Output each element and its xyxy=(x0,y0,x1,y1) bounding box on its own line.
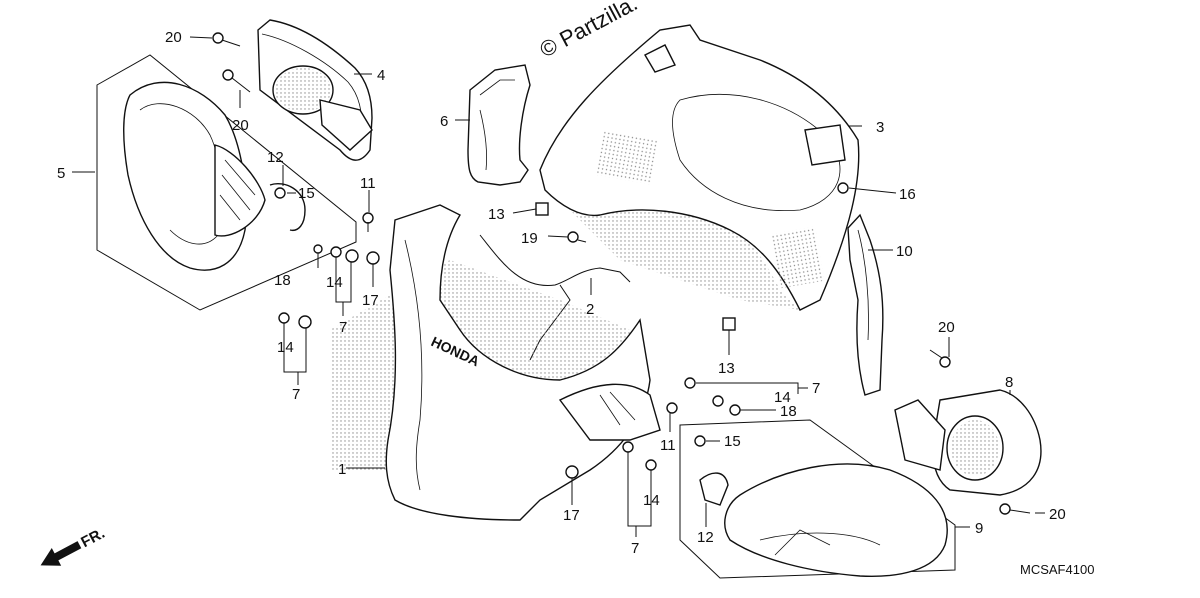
callout-3: 3 xyxy=(876,119,884,136)
ring-18a xyxy=(313,244,323,254)
callout-15: 15 xyxy=(724,433,741,450)
callout-15: 15 xyxy=(298,185,315,202)
callout-11: 11 xyxy=(660,437,676,454)
callout-12: 12 xyxy=(267,149,284,166)
callout-14: 14 xyxy=(643,492,660,509)
callout-4: 4 xyxy=(377,67,385,84)
inner-fairing xyxy=(539,24,860,311)
grommet-14d xyxy=(622,441,634,453)
front-direction-indicator: FR. xyxy=(40,525,108,566)
callout-20: 20 xyxy=(232,117,249,134)
right-speaker xyxy=(894,389,1042,496)
callout-17: 17 xyxy=(362,292,379,309)
right-pocket-group xyxy=(679,419,956,579)
bolt-20d xyxy=(999,503,1031,515)
grommet-14d2 xyxy=(645,459,657,471)
center-pocket xyxy=(467,64,531,186)
bolt-11a xyxy=(362,212,374,232)
hardware xyxy=(212,32,1031,515)
callout-16: 16 xyxy=(899,186,916,203)
bolt-20a xyxy=(212,32,241,47)
lower-fairing: HONDA xyxy=(330,204,661,521)
arrow-left-icon xyxy=(40,541,82,566)
watermark: © Partzilla. xyxy=(536,0,642,62)
callout-13: 13 xyxy=(718,360,735,377)
callout-20: 20 xyxy=(938,319,955,336)
screw-15a xyxy=(274,187,286,199)
callout-9: 9 xyxy=(975,520,983,537)
callout-17: 17 xyxy=(563,507,580,524)
grommet-14a xyxy=(330,246,342,258)
direction-label: FR. xyxy=(78,525,107,551)
callout-18: 18 xyxy=(274,272,291,289)
grommet-14b2 xyxy=(298,315,312,329)
callout-7: 7 xyxy=(812,380,820,397)
bolt-11b xyxy=(666,402,678,414)
left-pocket-group xyxy=(96,54,357,311)
grommet-17b xyxy=(565,465,579,479)
callout-labels: 20 4 20 5 12 15 11 18 14 17 7 14 7 6 13 … xyxy=(57,29,1066,557)
callout-18: 18 xyxy=(780,403,797,420)
bolt-20c xyxy=(929,349,951,368)
ring-18b xyxy=(729,404,741,416)
callout-5: 5 xyxy=(57,165,65,182)
callout-2: 2 xyxy=(586,301,594,318)
bolt-20b xyxy=(222,69,251,93)
callout-14: 14 xyxy=(774,389,791,406)
leader-lines xyxy=(72,36,1045,537)
callout-20: 20 xyxy=(1049,506,1066,523)
callout-14: 14 xyxy=(326,274,343,291)
callout-10: 10 xyxy=(896,243,913,260)
callout-12: 12 xyxy=(697,529,714,546)
callout-7: 7 xyxy=(292,386,300,403)
callout-14: 14 xyxy=(277,339,294,356)
callout-19: 19 xyxy=(521,230,538,247)
grommet-14b xyxy=(278,312,290,324)
grommet-14a2 xyxy=(345,249,359,263)
callout-11: 11 xyxy=(360,175,376,192)
clip-12b xyxy=(699,472,729,506)
callout-13: 13 xyxy=(488,206,505,223)
grommet-14c xyxy=(684,377,696,389)
callout-1: 1 xyxy=(338,461,346,478)
screw-16 xyxy=(837,182,849,194)
nut-17a xyxy=(366,251,380,265)
left-speaker xyxy=(257,19,373,161)
callout-7: 7 xyxy=(339,319,347,336)
callout-20: 20 xyxy=(165,29,182,46)
clip-13a xyxy=(535,202,549,216)
callout-8: 8 xyxy=(1005,374,1013,391)
bolt-19 xyxy=(567,231,587,243)
callout-6: 6 xyxy=(440,113,448,130)
diagram-code: MCSAF4100 xyxy=(1020,562,1094,577)
screw-15b xyxy=(694,435,706,447)
right-bracket xyxy=(847,213,884,396)
callout-7: 7 xyxy=(631,540,639,557)
grommet-14c2 xyxy=(712,395,724,407)
clip-13b xyxy=(722,317,736,331)
